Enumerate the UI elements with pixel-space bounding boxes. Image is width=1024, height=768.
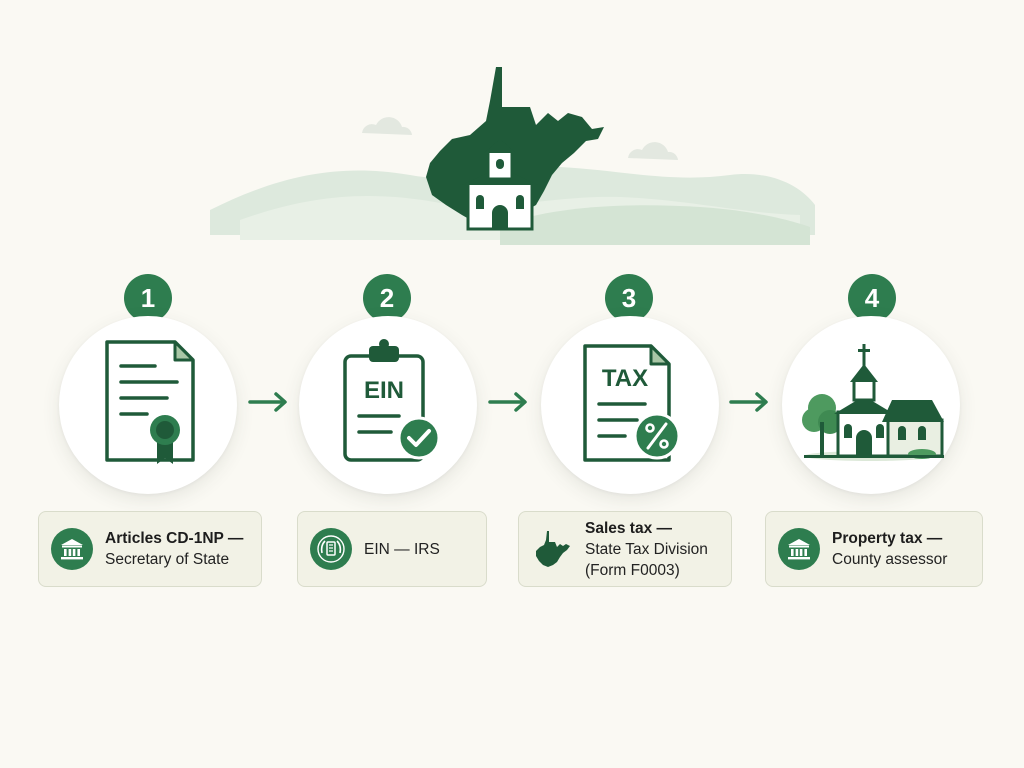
step-4-circle [782, 316, 960, 494]
step-4-card: Property tax — County assessor [765, 511, 983, 587]
step-1-label: Articles CD-1NP — Secretary of State [105, 528, 243, 570]
step-2-title: EIN — IRS [364, 540, 440, 558]
church-icon [462, 127, 538, 231]
arrow-3-to-4 [729, 392, 768, 412]
step-3-circle: TAX [541, 316, 719, 494]
west-virginia-map-icon [531, 528, 573, 570]
step-3-label: Sales tax — State Tax Division (Form F00… [585, 518, 708, 581]
ein-clipboard-icon: EIN [343, 339, 441, 462]
tree-icon [802, 394, 842, 456]
step-2-circle: EIN [299, 316, 477, 494]
step-number-2: 2 [363, 274, 411, 322]
government-building-icon [778, 528, 820, 570]
step-4-title: Property tax — [832, 530, 943, 547]
government-building-icon [51, 528, 93, 570]
irs-seal-icon [310, 528, 352, 570]
step-4-label: Property tax — County assessor [832, 528, 947, 570]
step-1-card: Articles CD-1NP — Secretary of State [38, 511, 262, 587]
step-4-line-1: County assessor [832, 551, 948, 568]
cloud-icon [362, 117, 678, 160]
church-icon [802, 344, 944, 461]
step-1-title: Articles CD-1NP — [105, 530, 244, 547]
step-1-circle [59, 316, 237, 494]
step-2-card: EIN — IRS [297, 511, 487, 587]
step-number-1: 1 [124, 274, 172, 322]
step-2-label: EIN — IRS [364, 539, 440, 560]
certificate-document-icon [105, 340, 195, 464]
step-3-title: Sales tax — [585, 519, 673, 537]
tax-document-icon: TAX [583, 344, 681, 462]
hero-illustration [210, 67, 815, 245]
step-3-card: Sales tax — State Tax Division (Form F00… [518, 511, 732, 587]
tax-icon-text: TAX [602, 365, 648, 392]
arrow-1-to-2 [248, 392, 287, 412]
arrow-2-to-3 [488, 392, 527, 412]
step-3-line-1: State Tax Division [585, 540, 708, 558]
ein-icon-text: EIN [364, 377, 404, 404]
step-3-line-2: (Form F0003) [585, 561, 680, 579]
step-number-3: 3 [605, 274, 653, 322]
step-1-line-1: Secretary of State [105, 551, 230, 568]
step-number-4: 4 [848, 274, 896, 322]
